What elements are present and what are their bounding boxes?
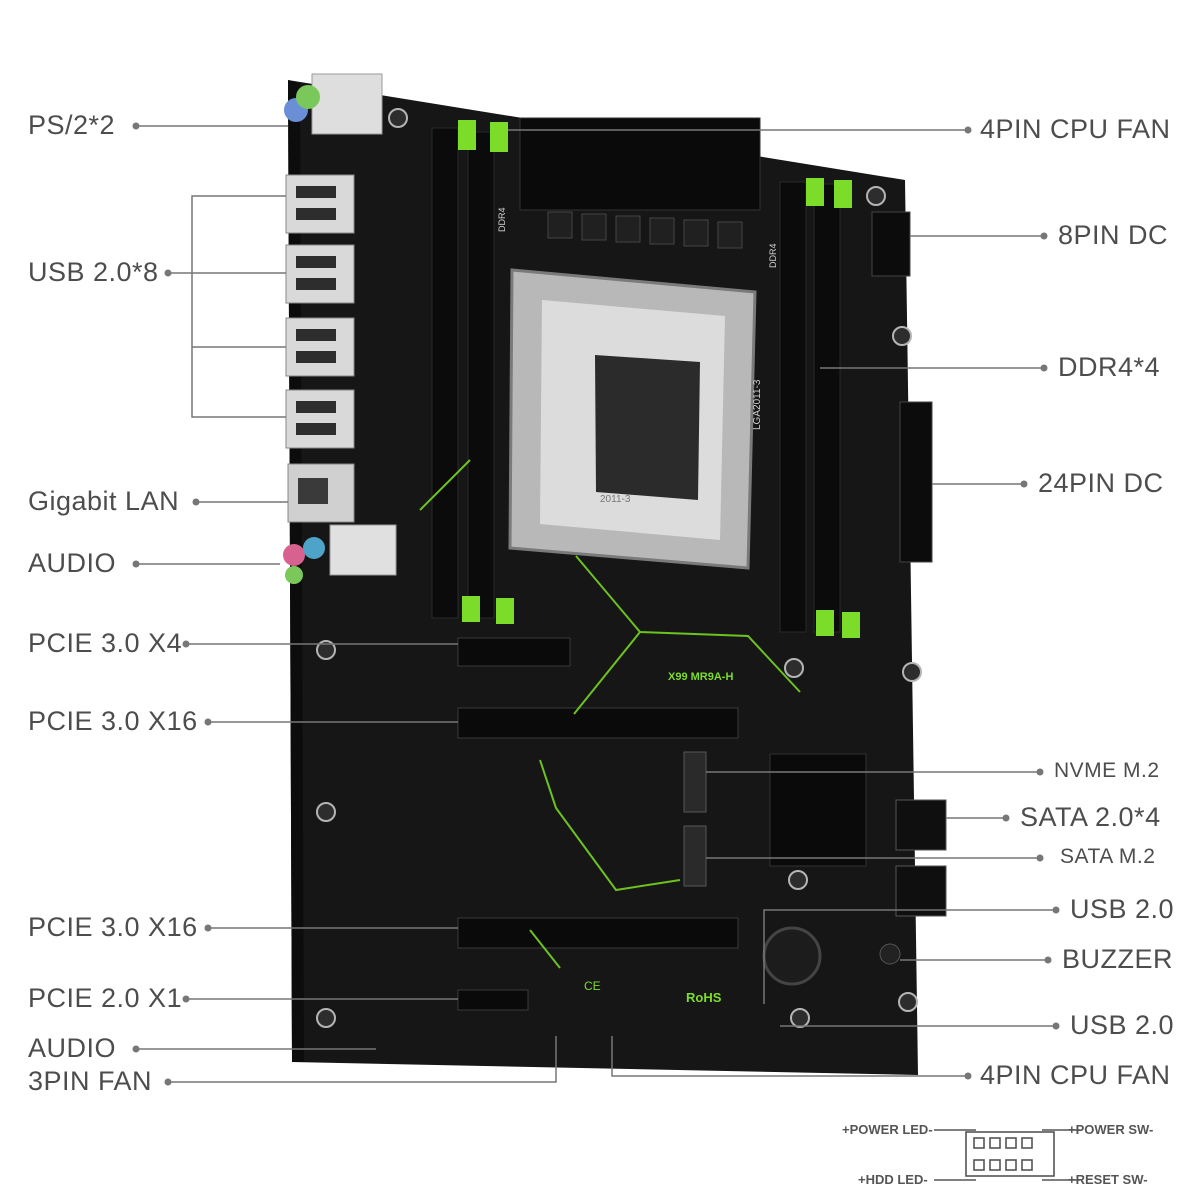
label-sata-ports: SATA 2.0*4 xyxy=(1020,802,1161,832)
label-audio-rear: AUDIO xyxy=(28,548,117,578)
pin-label-power-sw: +POWER SW- xyxy=(1068,1122,1154,1137)
label-usb-rear: USB 2.0*8 xyxy=(28,257,159,287)
m2-slot-sata xyxy=(683,825,707,887)
label-ddr4: DDR4*4 xyxy=(1058,352,1161,382)
ddr4-silk-left: DDR4 xyxy=(497,207,507,232)
cpu-socket xyxy=(508,268,757,570)
m2-slot-nvme xyxy=(683,751,707,813)
label-gigabit-lan: Gigabit LAN xyxy=(28,486,180,516)
label-3pin-fan: 3PIN FAN xyxy=(28,1066,153,1096)
label-24pin-dc: 24PIN DC xyxy=(1038,468,1164,498)
label-8pin-dc: 8PIN DC xyxy=(1058,220,1169,250)
label-pcie-x1: PCIE 2.0 X1 xyxy=(28,983,183,1013)
socket-year: 2011-3 xyxy=(600,494,631,505)
label-pcie-x16-top: PCIE 3.0 X16 xyxy=(28,706,198,736)
dimm-slots-left xyxy=(431,120,514,624)
rohs-mark: RoHS xyxy=(686,990,722,1005)
label-usb-header-a: USB 2.0 xyxy=(1070,894,1175,924)
label-buzzer: BUZZER xyxy=(1062,944,1173,974)
dimm-slots-right xyxy=(779,178,860,638)
label-sata-m2: SATA M.2 xyxy=(1060,845,1156,868)
24pin-connector xyxy=(899,401,933,563)
pin-label-power-led: +POWER LED- xyxy=(842,1122,933,1137)
8pin-connector xyxy=(871,211,911,277)
label-pcie-x16-bottom: PCIE 3.0 X16 xyxy=(28,912,198,942)
ce-mark: CE xyxy=(584,979,601,993)
label-cpu-fan-bottom: 4PIN CPU FAN xyxy=(980,1060,1171,1090)
pin-label-hdd-led: +HDD LED- xyxy=(858,1172,928,1187)
label-ps2: PS/2*2 xyxy=(28,110,116,140)
board-model: X99 MR9A-H xyxy=(668,671,733,683)
front-panel-pin-diagram xyxy=(934,1129,1080,1181)
vrm-heatsink xyxy=(519,117,761,211)
pin-label-reset-sw: +RESET SW- xyxy=(1068,1172,1148,1187)
ddr4-silk-right: DDR4 xyxy=(768,243,778,268)
label-cpu-fan-top: 4PIN CPU FAN xyxy=(980,114,1171,144)
label-nvme-m2: NVME M.2 xyxy=(1054,759,1160,782)
socket-label: LGA2011-3 xyxy=(752,379,763,430)
pcie-slots xyxy=(457,637,739,1011)
buzzer-part xyxy=(879,943,901,965)
sata-ports xyxy=(895,799,947,851)
label-usb-header-b: USB 2.0 xyxy=(1070,1010,1175,1040)
label-pcie-x4: PCIE 3.0 X4 xyxy=(28,628,183,658)
label-audio-front: AUDIO xyxy=(28,1033,117,1063)
